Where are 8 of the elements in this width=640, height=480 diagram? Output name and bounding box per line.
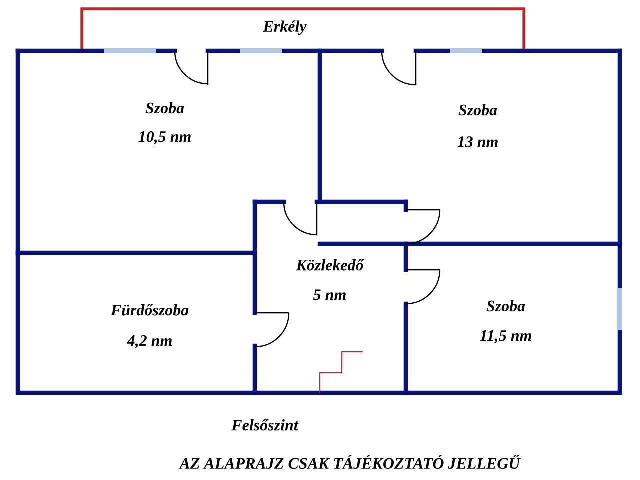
room-label: Szoba 11,5 nm xyxy=(480,300,532,344)
room-label: Közlekedő 5 nm xyxy=(296,259,365,300)
room-label: Szoba 13 nm xyxy=(458,104,498,148)
room-label: Erkély xyxy=(263,20,307,36)
floor-label: Felsőszint xyxy=(232,419,299,431)
disclaimer-note: AZ ALAPRAJZ CSAK TÁJÉKOZTATÓ JELLEGŰ xyxy=(178,455,521,470)
room-label: Szoba 10,5 nm xyxy=(138,102,191,145)
room-label: Fürdőszoba 4,2 nm xyxy=(110,304,189,349)
